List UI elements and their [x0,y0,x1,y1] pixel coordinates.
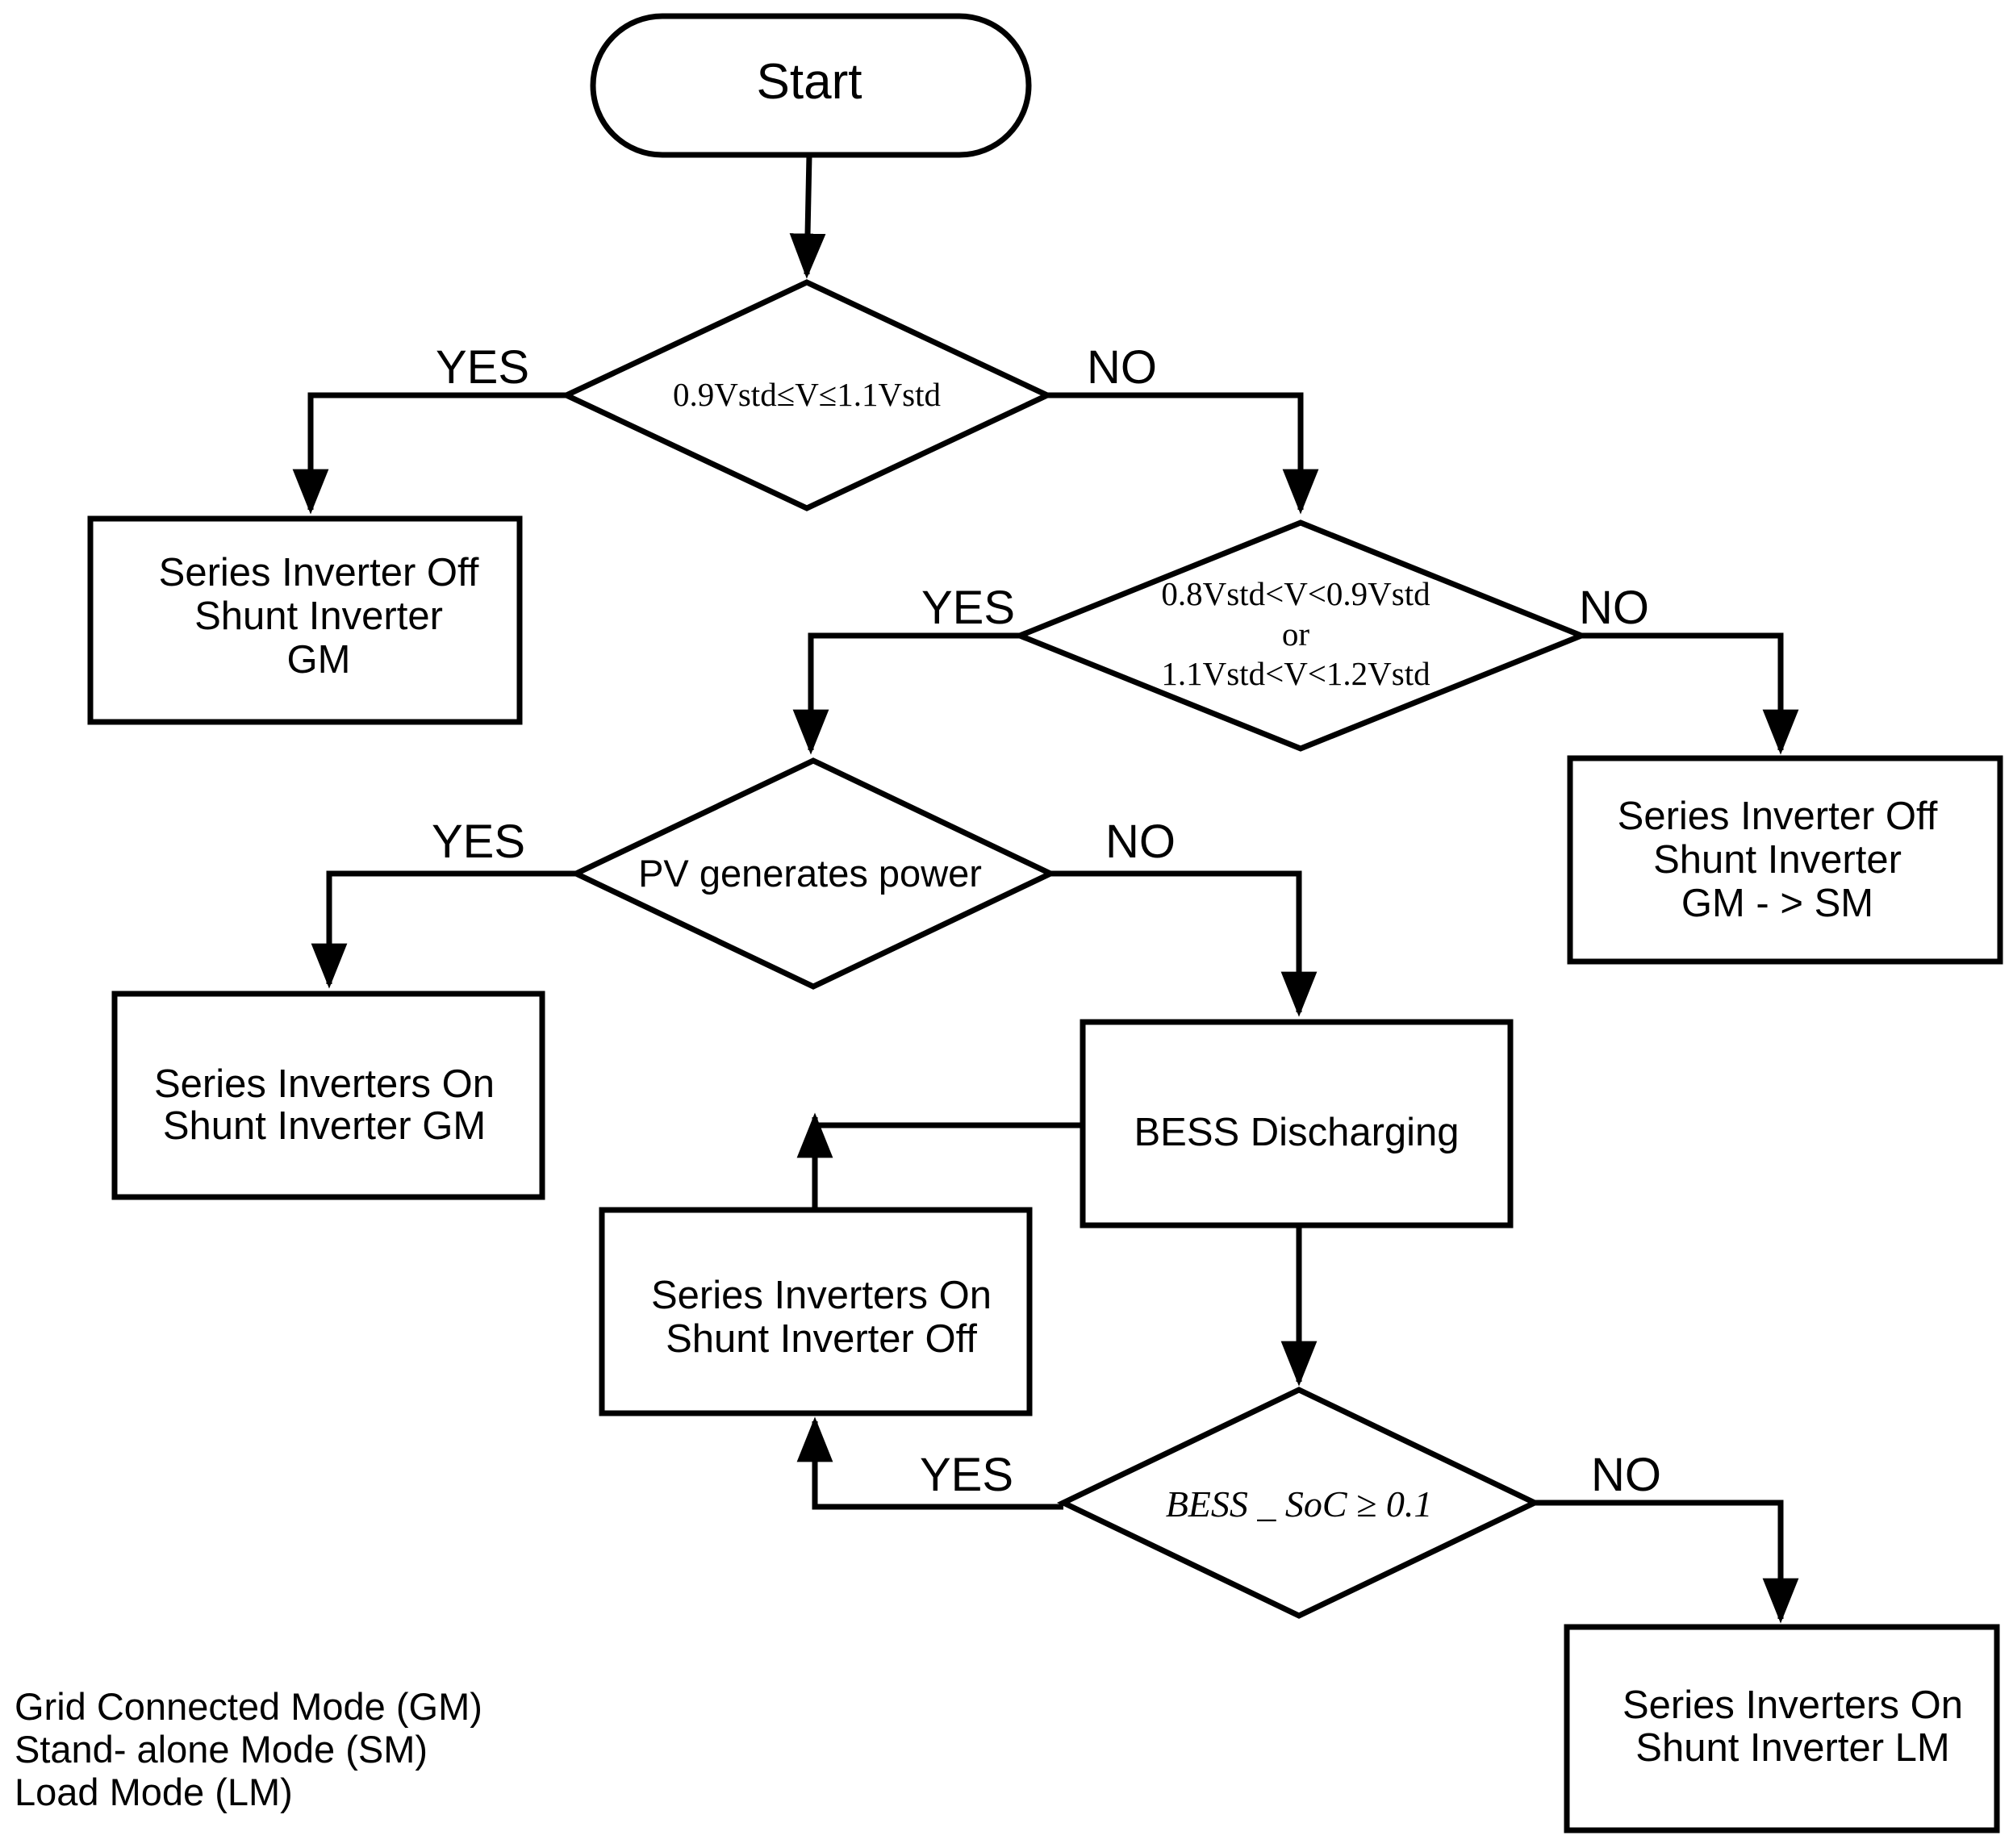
connector-decision4-yes [796,1416,1063,1510]
box-grid-line3: GM [287,638,351,682]
decision4-no-label: NO [1591,1449,1661,1501]
box-series-on-shunt-off: Series Inverters On Shunt Inverter Off [599,1207,1033,1416]
box-pv-on-line1: Series Inverters On [154,1062,495,1106]
decision3-yes-label: YES [432,816,525,868]
decision4-yes-label: YES [920,1449,1013,1501]
connector-decision1-yes [292,392,566,515]
decision1-condition: 0.9Vstd≤V≤1.1Vstd [673,376,941,413]
box-series-on-shunt-lm: Series Inverters On Shunt Inverter LM [1564,1624,2000,1833]
box-shunt-off-line1: Series Inverters On [651,1274,992,1317]
connector-decision2-no [1581,632,1799,755]
box-series-off-shunt-gm-to-sm: Series Inverter Off Shunt Inverter GM - … [1567,755,2003,965]
box-bess-discharging: BESS Discharging [1080,1019,1514,1229]
box-series-on-shunt-gm: Series Inverters On Shunt Inverter GM [111,991,545,1200]
decision3-no-label: NO [1105,816,1176,868]
decision-voltage-sag-swell: 0.8Vstd<V<0.9Vstd or 1.1Vstd<V<1.2Vstd [1012,519,1589,752]
decision-pv-generates-power: PV generates power [569,757,1058,990]
decision1-yes-label: YES [436,341,529,394]
decision2-no-label: NO [1579,582,1649,634]
box-load-mode-line1: Series Inverters On [1623,1683,1963,1727]
decision-bess-soc: BESS _ SoC ≥ 0.1 [1056,1387,1542,1619]
decision2-line2: or [1282,615,1310,653]
connector-decision1-no [1047,392,1319,515]
decision4-condition: BESS _ SoC ≥ 0.1 [1166,1483,1433,1525]
connector-decision3-yes [311,870,576,989]
connector-decision3-no [1050,870,1318,1017]
box-load-mode-line2: Shunt Inverter LM [1635,1726,1949,1770]
mode-legend: Grid Connected Mode (GM) Stand- alone Mo… [15,1685,482,1813]
box-pv-on-line2: Shunt Inverter GM [163,1104,486,1148]
decision2-line3: 1.1Vstd<V<1.2Vstd [1161,655,1430,692]
box-standalone-line1: Series Inverter Off [1618,795,1938,838]
decision2-line1: 0.8Vstd<V<0.9Vstd [1161,575,1430,612]
connector-start-to-decision1 [789,154,826,279]
box-grid-line2: Shunt Inverter [194,594,443,638]
legend-line3: Load Mode (LM) [15,1771,293,1813]
start-label: Start [757,54,862,110]
decision1-no-label: NO [1087,341,1157,394]
connector-decision2-yes [792,632,1020,755]
legend-line2: Stand- alone Mode (SM) [15,1728,428,1771]
decision-voltage-normal: 0.9Vstd≤V≤1.1Vstd [559,279,1055,511]
box-series-off-shunt-gm: Series Inverter Off Shunt Inverter GM [87,515,523,725]
box-grid-line1: Series Inverter Off [159,551,479,594]
connector-decision4-no [1535,1500,1799,1624]
decision2-yes-label: YES [921,582,1015,634]
decision3-condition: PV generates power [638,852,982,895]
start-node: Start [590,13,1032,158]
box-standalone-line2: Shunt Inverter [1653,838,1902,882]
box-standalone-line3: GM - > SM [1681,882,1873,925]
box-shunt-off-line2: Shunt Inverter Off [666,1317,977,1361]
bess-discharging-label: BESS Discharging [1134,1111,1459,1154]
legend-line1: Grid Connected Mode (GM) [15,1685,482,1728]
